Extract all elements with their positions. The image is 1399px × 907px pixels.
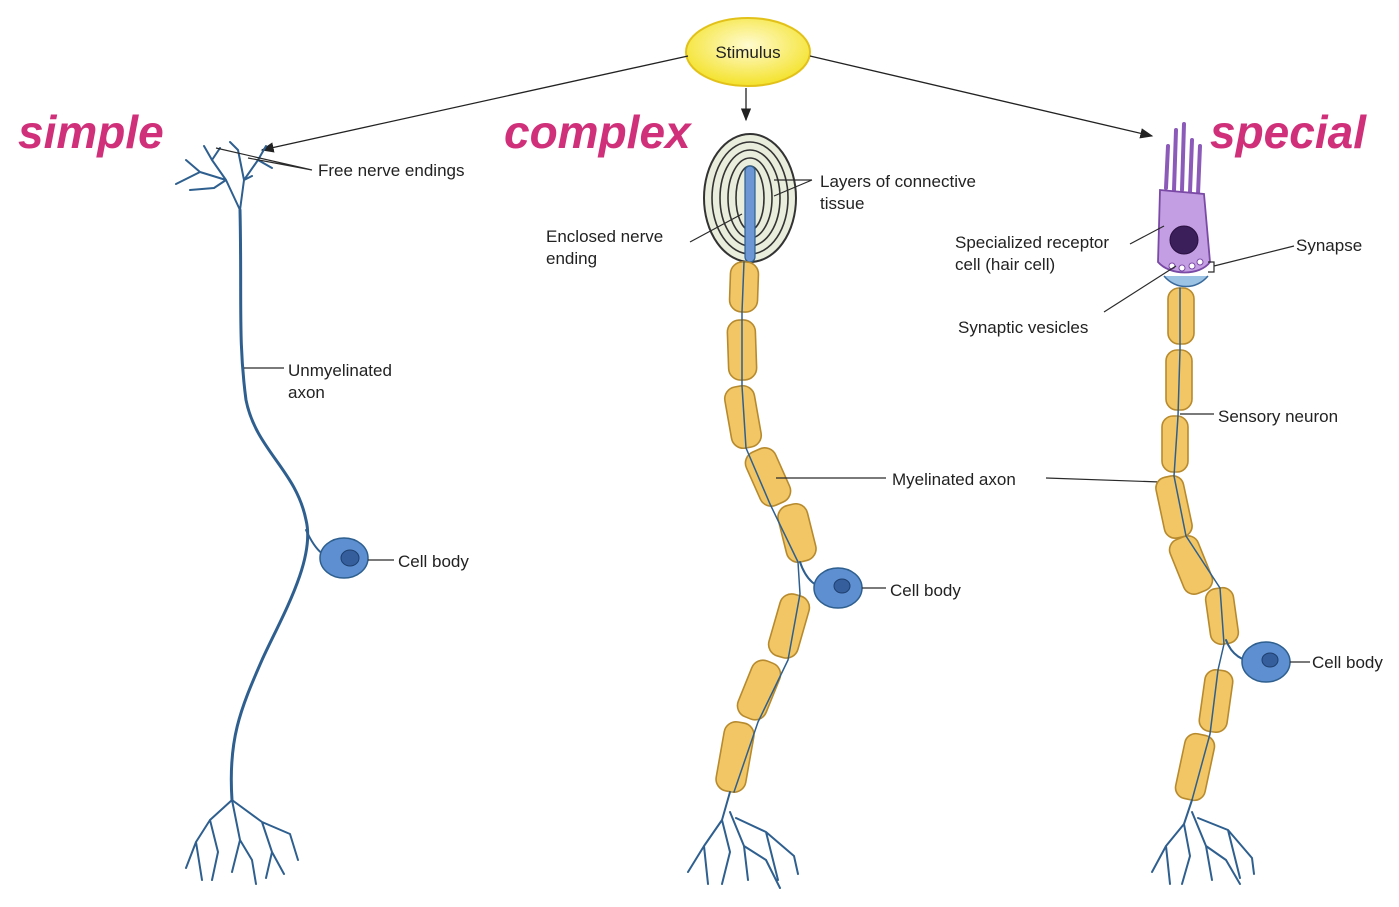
stimulus-node: Stimulus (686, 18, 810, 86)
pacinian-corpuscle (704, 134, 796, 262)
label-special-cell-body: Cell body (1312, 653, 1383, 672)
leader-myelinated-right (1046, 478, 1160, 482)
complex-cell-nucleus (834, 579, 850, 593)
unmyelinated-axon (231, 210, 307, 800)
hair-cell-graphic (1158, 124, 1210, 287)
label-synapse: Synapse (1296, 236, 1362, 255)
label-simple-cell-body: Cell body (398, 552, 469, 571)
label-layers-2: tissue (820, 194, 864, 213)
arrow-to-special (810, 56, 1152, 136)
label-complex-cell-body: Cell body (890, 581, 961, 600)
category-special: special (1210, 106, 1367, 158)
label-unmyelinated-2: axon (288, 383, 325, 402)
label-receptor-1: Specialized receptor (955, 233, 1109, 252)
label-enclosed-2: ending (546, 249, 597, 268)
category-simple: simple (18, 106, 164, 158)
label-enclosed-1: Enclosed nerve (546, 227, 663, 246)
stimulus-label: Stimulus (715, 43, 780, 62)
special-cell-nucleus (1262, 653, 1278, 667)
label-free-nerve-endings: Free nerve endings (318, 161, 464, 180)
label-receptor-2: cell (hair cell) (955, 255, 1055, 274)
label-unmyelinated-1: Unmyelinated (288, 361, 392, 380)
simple-receptor: Free nerve endings Unmyelinated axon Cel… (176, 142, 469, 884)
label-synaptic-vesicles: Synaptic vesicles (958, 318, 1088, 337)
simple-dendrites (186, 800, 298, 884)
special-dendrites (1152, 800, 1254, 884)
special-receptor: Specialized receptor cell (hair cell) Sy… (955, 124, 1383, 884)
simple-cell-nucleus (341, 550, 359, 566)
category-complex: complex (504, 106, 693, 158)
complex-myelin-segments (714, 262, 818, 795)
leader-vesicles (1104, 266, 1176, 312)
label-myelinated-axon: Myelinated axon (892, 470, 1016, 489)
free-nerve-endings-graphic (176, 142, 272, 210)
complex-dendrites (688, 792, 798, 888)
special-myelin-segments (1154, 288, 1240, 802)
label-sensory-neuron: Sensory neuron (1218, 407, 1338, 426)
leader-synapse (1208, 246, 1294, 272)
label-layers-1: Layers of connective (820, 172, 976, 191)
